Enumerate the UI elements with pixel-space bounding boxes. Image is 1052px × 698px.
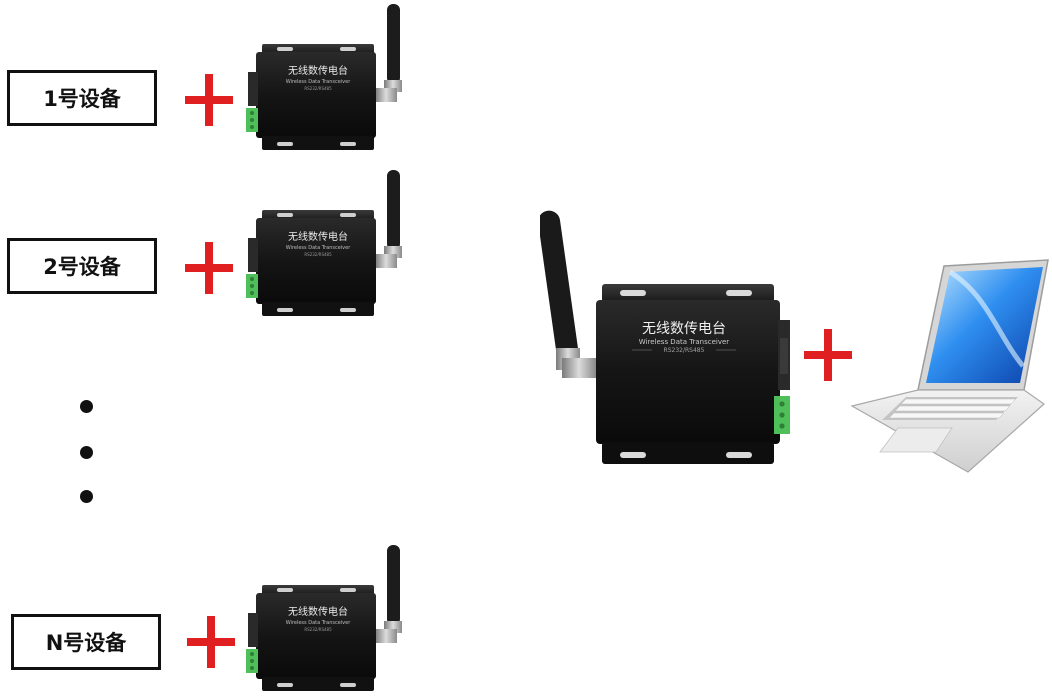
radio-transceiver-device-2: 无线数传电台 Wireless Data Transceiver RS232/R… — [246, 170, 402, 316]
terminal-block-icon — [246, 108, 258, 132]
terminal-block-icon — [246, 274, 258, 298]
radio-transceiver-device-1: 无线数传电台 Wireless Data Transceiver RS232/R… — [246, 4, 402, 150]
plus-icon — [187, 616, 235, 668]
terminal-block-icon — [774, 396, 790, 434]
svg-text:Wireless Data Transceiver: Wireless Data Transceiver — [286, 620, 352, 626]
ellipsis-dot — [80, 400, 93, 413]
device-2-label: 2号设备 — [7, 238, 157, 294]
terminal-block-icon — [246, 649, 258, 673]
device-1-label-text: 1号设备 — [43, 87, 121, 111]
device-2-label-text: 2号设备 — [43, 255, 121, 279]
svg-text:无线数传电台: 无线数传电台 — [288, 605, 348, 618]
svg-text:RS232/RS485: RS232/RS485 — [304, 627, 332, 632]
antenna-icon — [375, 170, 402, 268]
device-n-label-text: N号设备 — [45, 631, 127, 655]
plus-icon — [804, 329, 852, 381]
radio-transceiver-master: 无线数传电台 Wireless Data Transceiver RS232/R… — [540, 210, 790, 464]
svg-text:无线数传电台: 无线数传电台 — [642, 321, 726, 337]
svg-text:RS232/RS485: RS232/RS485 — [304, 252, 332, 257]
svg-text:RS232/RS485: RS232/RS485 — [304, 86, 332, 91]
ellipsis-dot — [80, 446, 93, 459]
svg-text:Wireless Data Transceiver: Wireless Data Transceiver — [286, 79, 352, 85]
laptop-icon — [850, 259, 1049, 473]
antenna-icon — [540, 210, 596, 378]
radio-transceiver-device-n: 无线数传电台 Wireless Data Transceiver RS232/R… — [246, 545, 402, 691]
device-1-label: 1号设备 — [7, 70, 157, 126]
antenna-icon — [375, 4, 402, 102]
plus-icon — [185, 242, 233, 294]
svg-text:Wireless Data Transceiver: Wireless Data Transceiver — [286, 245, 352, 251]
svg-text:RS232/RS485: RS232/RS485 — [664, 347, 705, 354]
antenna-icon — [375, 545, 402, 643]
svg-text:无线数传电台: 无线数传电台 — [288, 230, 348, 243]
ellipsis-dot — [80, 490, 93, 503]
plus-icon — [185, 74, 233, 126]
device-n-label: N号设备 — [11, 614, 161, 670]
svg-text:Wireless Data Transceiver: Wireless Data Transceiver — [639, 338, 730, 346]
svg-text:无线数传电台: 无线数传电台 — [288, 64, 348, 77]
